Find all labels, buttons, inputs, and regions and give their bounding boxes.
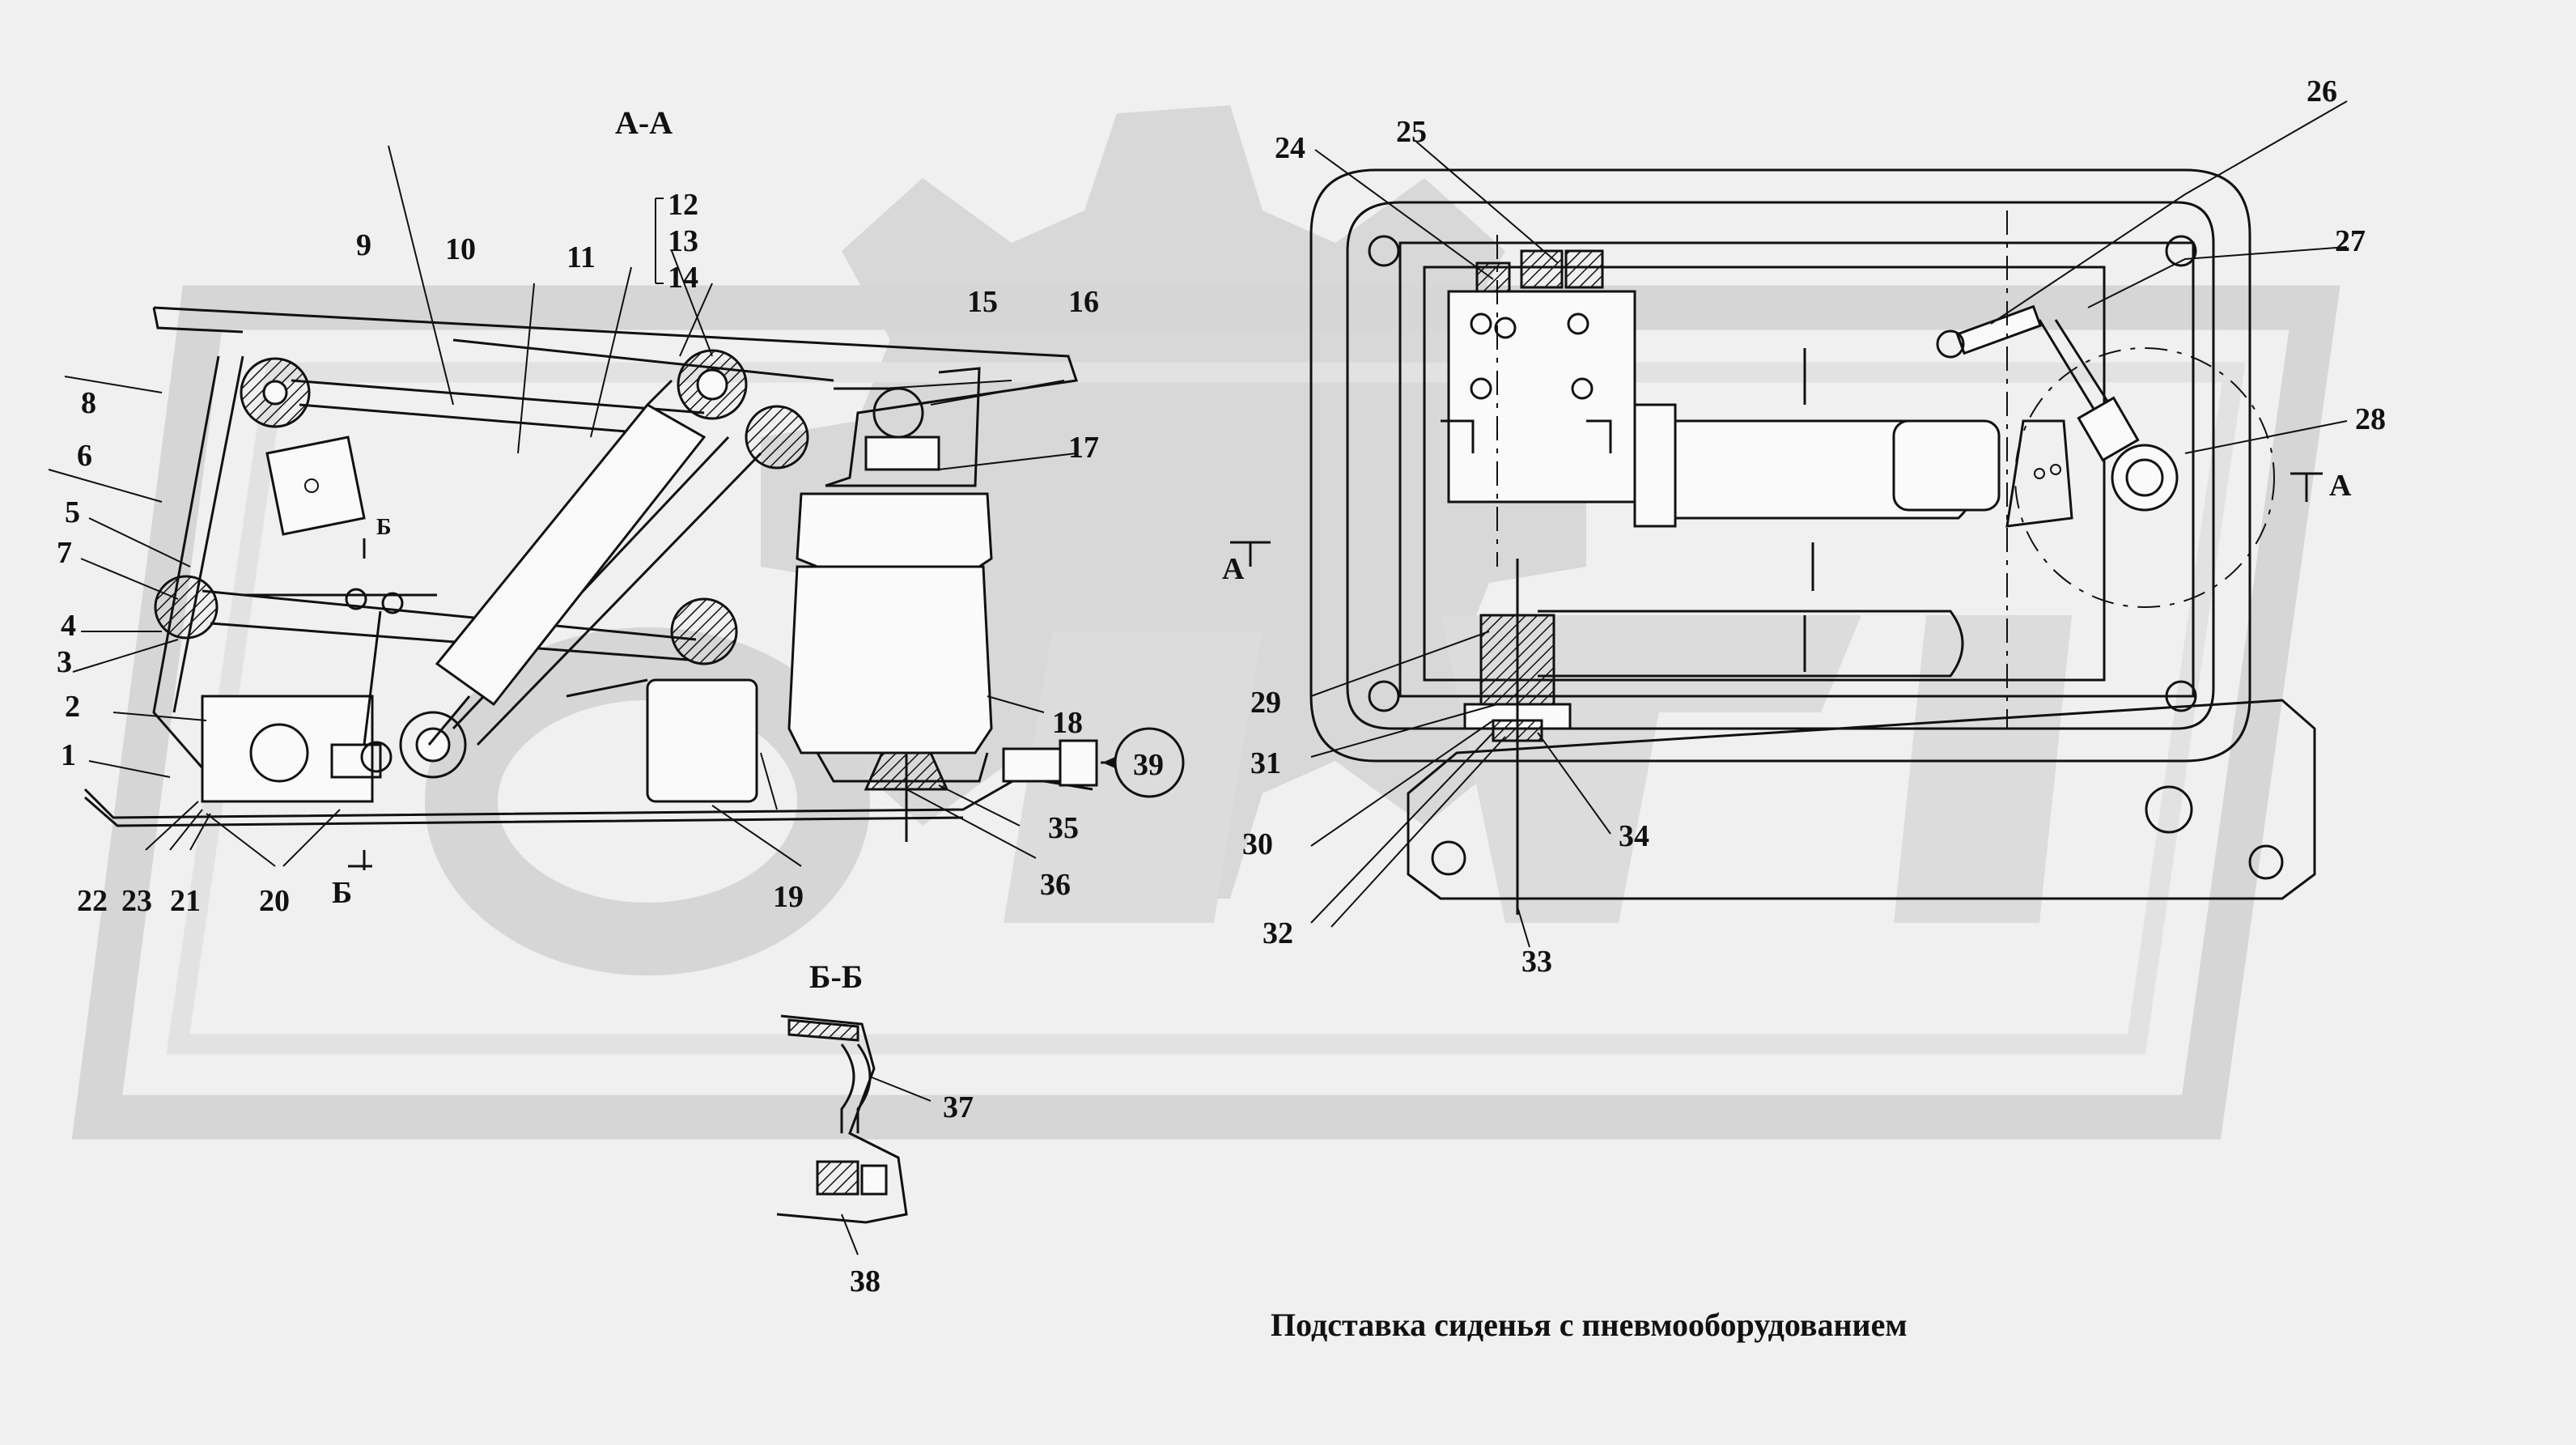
cut-b-bottom-letter: Б xyxy=(332,876,352,910)
label-35: 35 xyxy=(1048,811,1079,845)
label-29: 29 xyxy=(1250,686,1281,720)
label-27: 27 xyxy=(2335,224,2366,258)
drawing-caption: Подставка сиденья с пневмооборудованием xyxy=(1271,1307,1908,1343)
label-20: 20 xyxy=(259,884,290,918)
label-39: 39 xyxy=(1133,748,1164,782)
label-4: 4 xyxy=(61,609,76,643)
label-28: 28 xyxy=(2355,402,2386,436)
label-3: 3 xyxy=(57,645,72,679)
cut-b-top-letter: Б xyxy=(376,515,392,540)
label-18: 18 xyxy=(1052,706,1083,740)
section-titles: А-А Б-Б А А Б Б xyxy=(332,104,2352,995)
label-13: 13 xyxy=(668,224,698,258)
label-36: 36 xyxy=(1040,868,1071,902)
section-bb-title: Б-Б xyxy=(809,958,863,995)
label-38: 38 xyxy=(850,1264,881,1298)
section-aa-title: А-А xyxy=(615,104,673,141)
label-5: 5 xyxy=(65,495,80,529)
label-24: 24 xyxy=(1275,131,1305,165)
label-25: 25 xyxy=(1396,115,1427,149)
label-23: 23 xyxy=(121,884,152,918)
part-labels: 1 2 3 4 5 6 7 8 9 10 11 12 13 14 15 16 1… xyxy=(57,74,2386,1298)
label-11: 11 xyxy=(567,240,596,274)
label-32: 32 xyxy=(1263,916,1293,950)
label-21: 21 xyxy=(170,884,201,918)
label-15: 15 xyxy=(967,285,998,319)
label-31: 31 xyxy=(1250,746,1281,780)
label-17: 17 xyxy=(1068,431,1099,465)
cut-a-right-letter: А xyxy=(2329,469,2352,503)
label-26: 26 xyxy=(2307,74,2337,108)
label-14: 14 xyxy=(668,261,698,295)
label-10: 10 xyxy=(445,232,476,266)
label-6: 6 xyxy=(77,439,92,473)
label-12: 12 xyxy=(668,188,698,222)
label-1: 1 xyxy=(61,738,76,772)
label-33: 33 xyxy=(1521,945,1552,979)
label-7: 7 xyxy=(57,536,72,570)
label-8: 8 xyxy=(81,386,96,420)
label-30: 30 xyxy=(1242,827,1273,861)
cut-a-left-letter: А xyxy=(1222,552,1245,586)
label-22: 22 xyxy=(77,884,108,918)
label-34: 34 xyxy=(1619,819,1649,853)
section-aa-view xyxy=(48,145,1271,870)
watermark-logo xyxy=(71,105,2340,1140)
label-19: 19 xyxy=(773,880,804,914)
label-16: 16 xyxy=(1068,285,1099,319)
plan-view xyxy=(1309,100,2348,948)
section-bb-view xyxy=(776,1014,932,1256)
label-9: 9 xyxy=(356,228,371,262)
label-2: 2 xyxy=(65,690,80,724)
label-37: 37 xyxy=(943,1090,974,1124)
